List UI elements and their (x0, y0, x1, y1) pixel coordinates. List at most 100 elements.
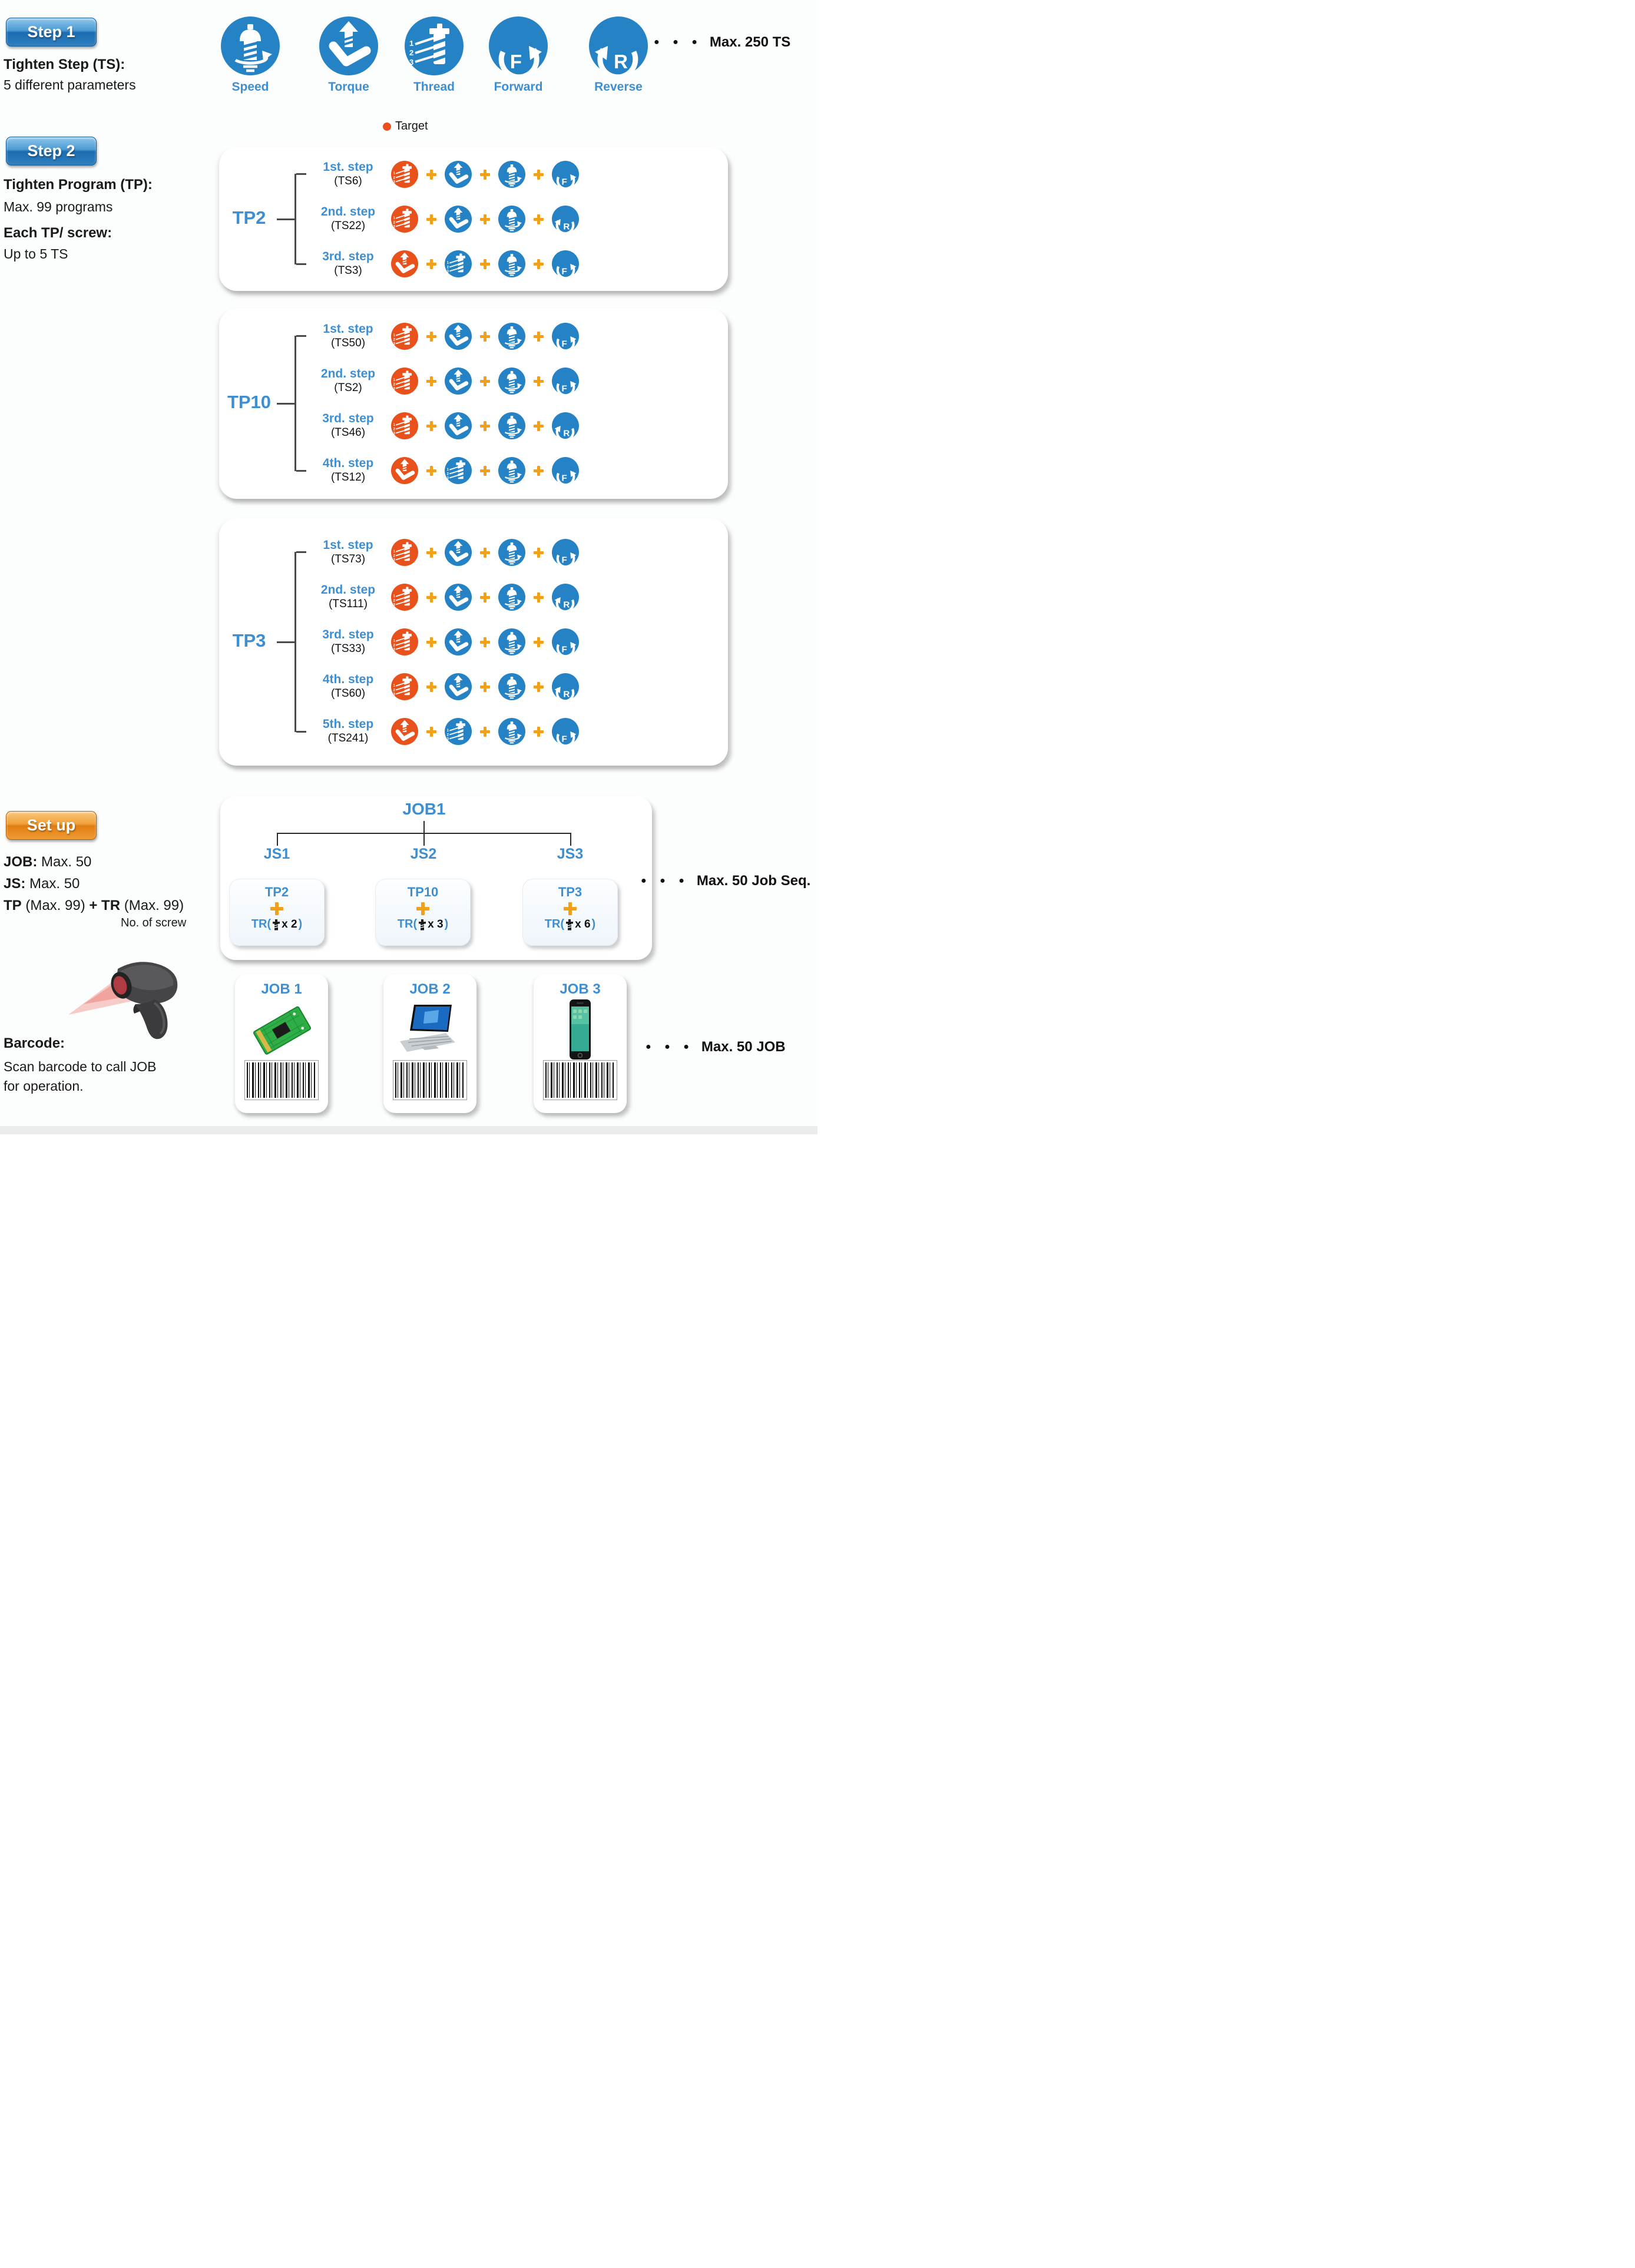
tp10-program-card: TP10 1st. step (TS50) 2nd. step (TS2) (219, 309, 728, 499)
plus-icon (480, 681, 490, 692)
plus-icon (534, 592, 544, 602)
plus-icon (480, 726, 490, 737)
tp-step-row: 1st. step (TS50) (313, 314, 728, 359)
tree-stub-js2 (423, 833, 425, 846)
tp-step-row: 4th. step (TS12) (313, 448, 728, 493)
max-jobseq-text: Max. 50 Job Seq. (696, 873, 811, 889)
plus-icon (534, 169, 544, 180)
setup-limit-line: TP (Max. 99) + TR (Max. 99) (4, 898, 184, 913)
speed-icon (221, 16, 280, 75)
max-ts-note: ● ● ● Max. 250 TS (654, 34, 790, 51)
speed-icon (498, 584, 525, 611)
thread-target-icon (391, 673, 418, 700)
param-label: Torque (328, 80, 369, 94)
plus-icon (480, 592, 490, 602)
tr-suffix: ) (444, 918, 449, 931)
plus-icon (426, 681, 436, 692)
tp-connector-line (277, 641, 294, 643)
js-tp-name: TP10 (407, 885, 439, 899)
plus-icon (426, 726, 436, 737)
thread-target-icon (391, 539, 418, 566)
barcode-line1: Scan barcode to call JOB (4, 1059, 157, 1074)
setup-limit-line: JOB: Max. 50 (4, 854, 92, 870)
tr-prefix: TR( (544, 918, 565, 931)
step-name: 1st. step (323, 538, 373, 552)
step-label: 4th. step (TS60) (313, 673, 383, 700)
plus-icon (426, 421, 436, 431)
step-ts-number: (TS60) (330, 687, 366, 700)
step-label: 2nd. step (TS2) (313, 367, 383, 394)
forward-icon (552, 250, 579, 277)
reverse-icon (552, 412, 579, 439)
ellipsis-dots: ● ● ● (654, 37, 703, 47)
tp-step-row: 4th. step (TS60) (313, 664, 728, 709)
max-jobseq-note: ● ● ● Max. 50 Job Seq. (641, 873, 810, 889)
tree-stub-js1 (277, 833, 278, 846)
plus-icon (426, 331, 436, 342)
tp-bracket (294, 335, 306, 472)
screw-icon (565, 918, 574, 931)
torque-target-icon (391, 457, 418, 484)
speed-icon (498, 718, 525, 745)
torque-icon (445, 367, 472, 395)
tr-count: x 6 (575, 918, 591, 931)
step-label: 2nd. step (TS22) (313, 206, 383, 232)
step-name: 5th. step (322, 717, 374, 731)
reverse-icon (552, 584, 579, 611)
job-title: JOB 2 (409, 981, 451, 997)
screw-icon (272, 918, 280, 931)
thread-icon (445, 250, 472, 277)
step-ts-number: (TS22) (330, 220, 366, 233)
setup-badge: Set up (6, 811, 97, 840)
param-reverse: Reverse (582, 16, 655, 94)
step-icons (391, 539, 579, 566)
barcode-title: Barcode: (4, 1035, 65, 1051)
param-label: Reverse (594, 80, 643, 94)
step-ts-number: (TS241) (327, 732, 369, 745)
step-icons (391, 673, 579, 700)
plus-icon (534, 421, 544, 431)
thread-target-icon (391, 323, 418, 350)
thread-target-icon (391, 161, 418, 188)
step1-title: Tighten Step (TS): (4, 57, 125, 72)
step2-each-tp-value: Up to 5 TS (4, 246, 68, 261)
job-title: JOB 1 (261, 981, 302, 997)
tp-program-name: TP10 (227, 392, 272, 412)
tp-step-row: 1st. step (TS6) (313, 152, 728, 197)
speed-icon (498, 673, 525, 700)
forward-icon (552, 323, 579, 350)
step-icons (391, 412, 579, 439)
plus-icon (416, 902, 429, 915)
plus-icon (480, 214, 490, 224)
plus-icon (534, 259, 544, 269)
barcode-image (543, 1060, 617, 1100)
plus-icon (534, 637, 544, 647)
job-card-2: JOB 2 (383, 974, 476, 1113)
js-card-js1: TP2 TR( x 2 ) (229, 879, 325, 946)
torque-icon (445, 584, 472, 611)
step-ts-number: (TS6) (334, 175, 362, 188)
screw-icon (418, 918, 426, 931)
step-ts-number: (TS33) (330, 643, 366, 655)
forward-icon (552, 161, 579, 188)
step-name: 2nd. step (320, 367, 376, 381)
js-tp-name: TP3 (558, 885, 582, 899)
param-label: Forward (494, 80, 543, 94)
forward-icon (552, 457, 579, 484)
tp-connector-line (277, 402, 294, 405)
torque-target-icon (391, 718, 418, 745)
plus-icon (426, 376, 436, 386)
js-tp-name: TP2 (264, 885, 289, 899)
js-label-js3: JS3 (557, 846, 584, 862)
tr-count: x 3 (428, 918, 443, 931)
param-forward: Forward (482, 16, 555, 94)
forward-icon (552, 539, 579, 566)
step-label: 1st. step (TS73) (313, 539, 383, 565)
js-label-js1: JS1 (263, 846, 290, 862)
thread-target-icon (391, 584, 418, 611)
speed-icon (498, 628, 525, 655)
no-of-screw-note: No. of screw (121, 916, 187, 929)
speed-icon (498, 539, 525, 566)
forward-icon (552, 628, 579, 655)
barcode-image (393, 1060, 467, 1100)
